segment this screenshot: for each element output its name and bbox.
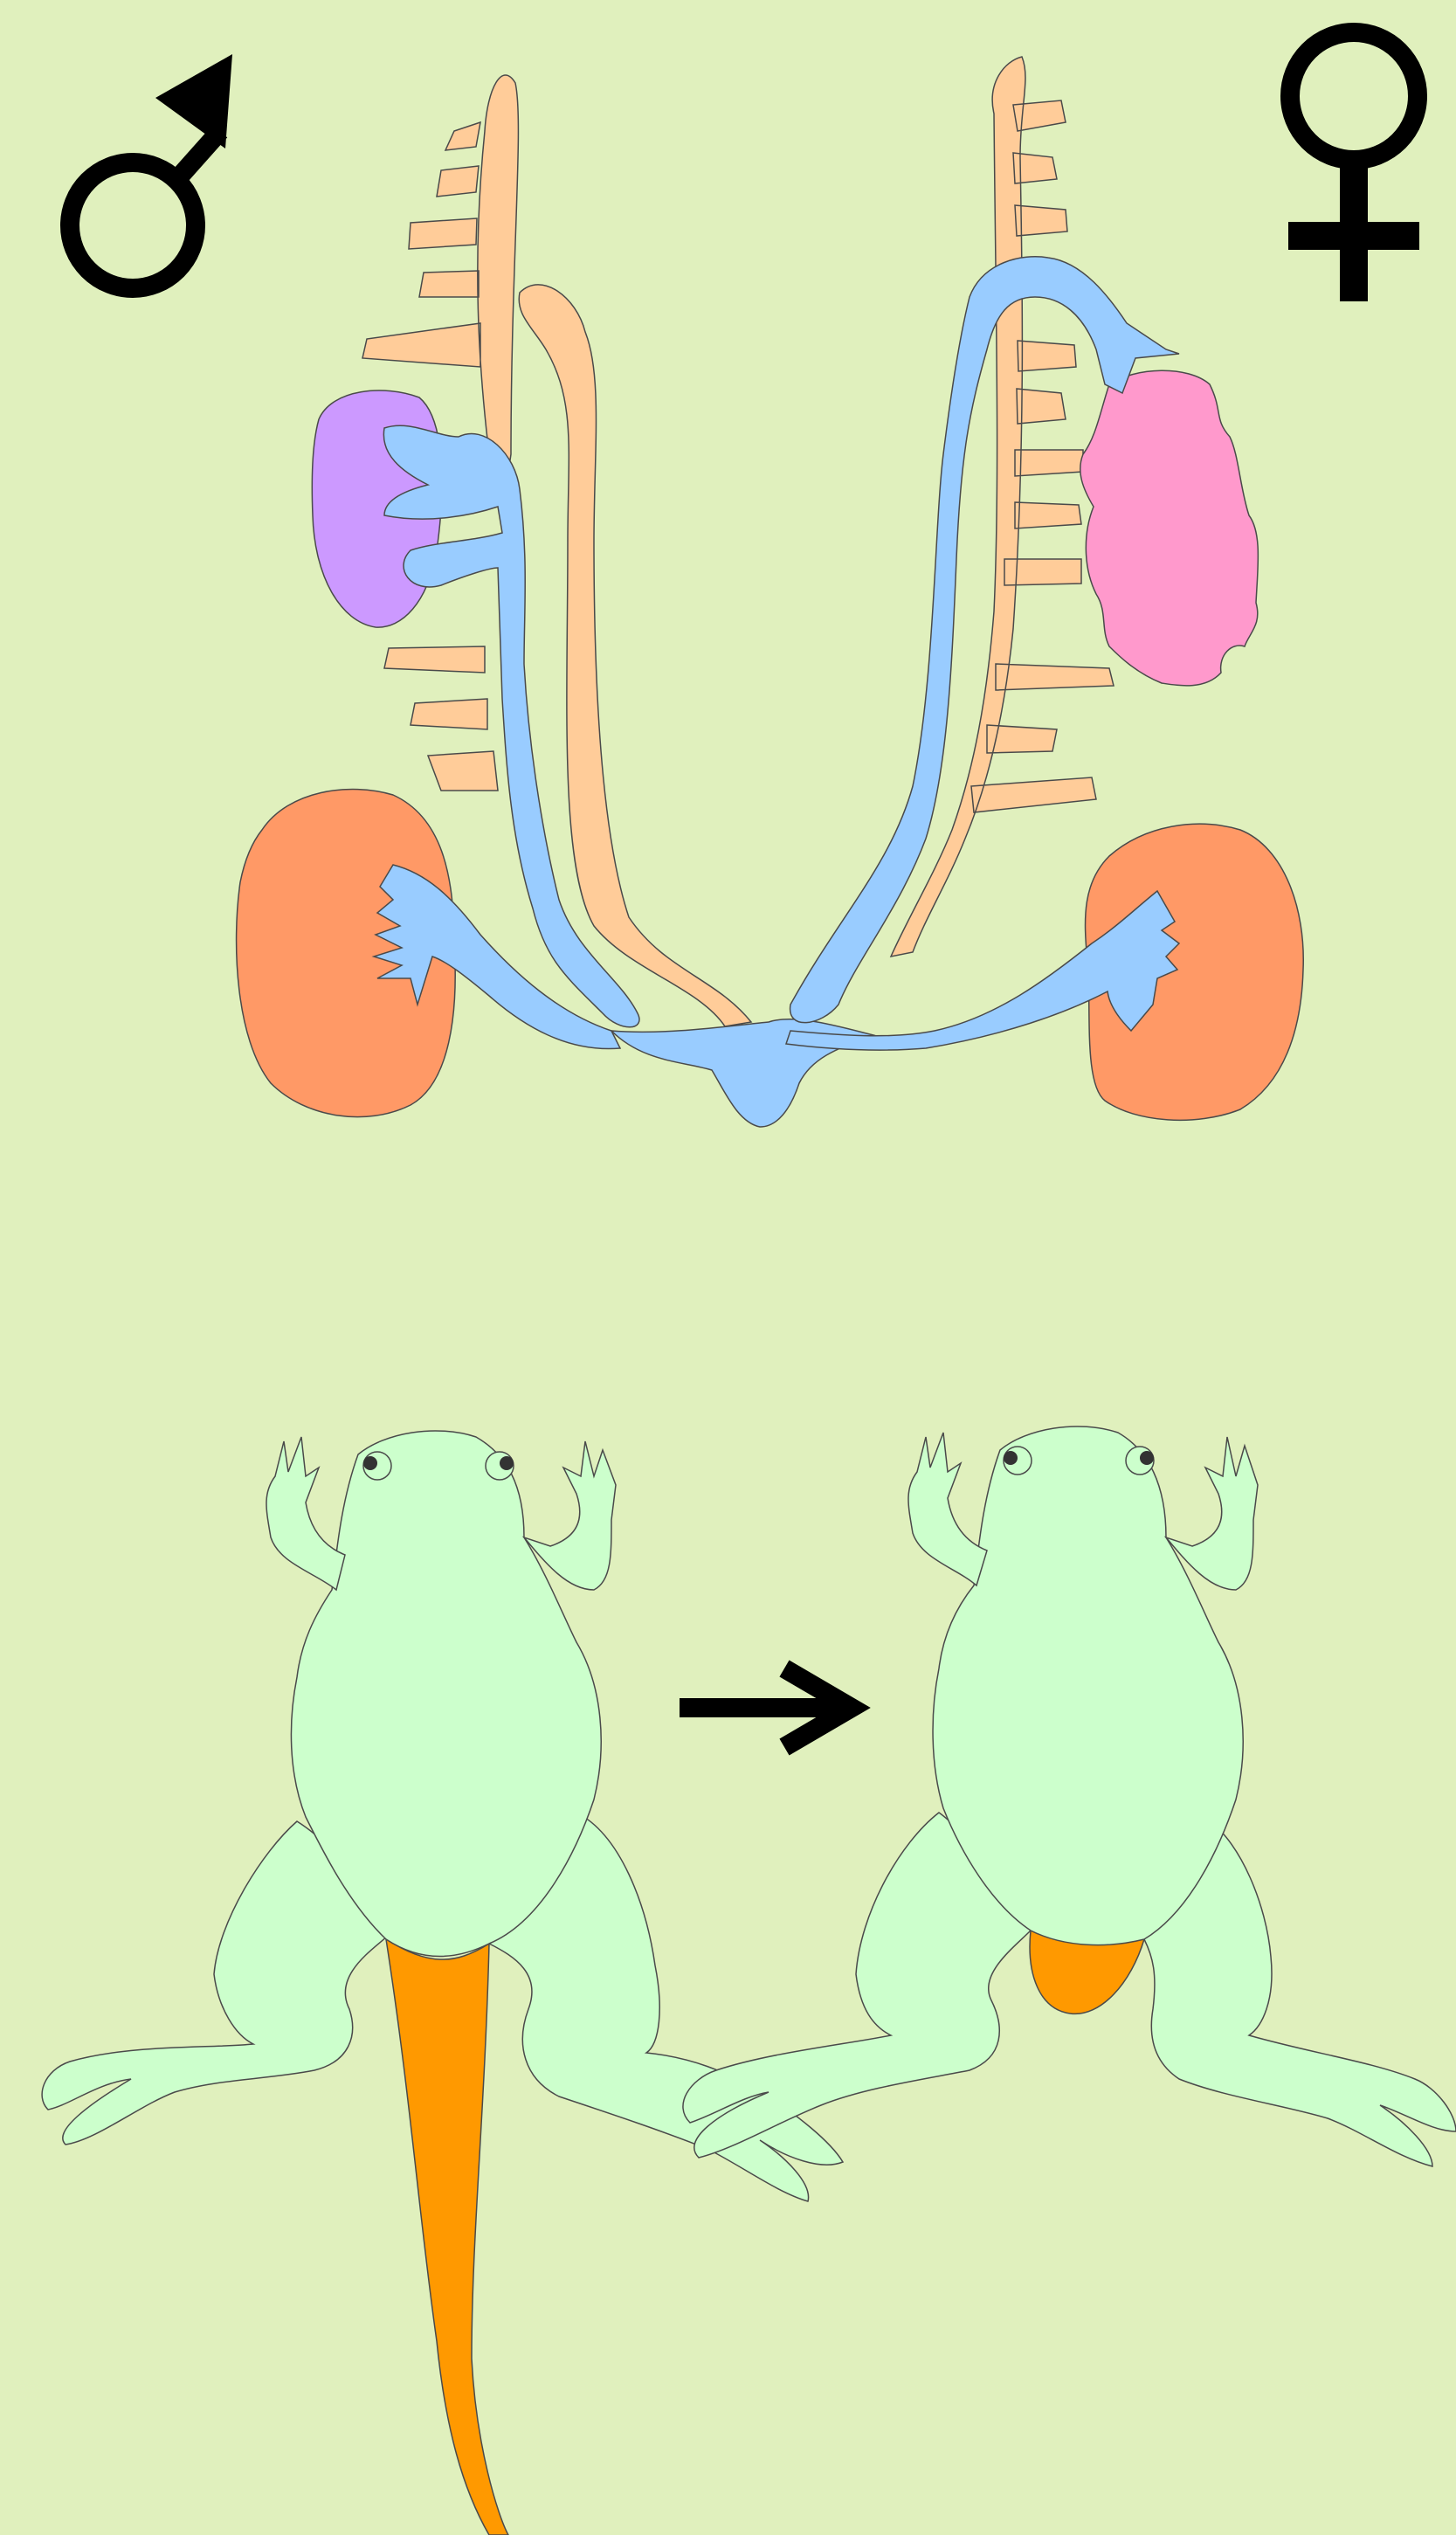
eye-right-2-pupil (1140, 1451, 1154, 1465)
eye-right-1-pupil (500, 1456, 514, 1470)
eye-left-2-pupil (1004, 1451, 1018, 1465)
eye-left-1-pupil (363, 1456, 377, 1470)
